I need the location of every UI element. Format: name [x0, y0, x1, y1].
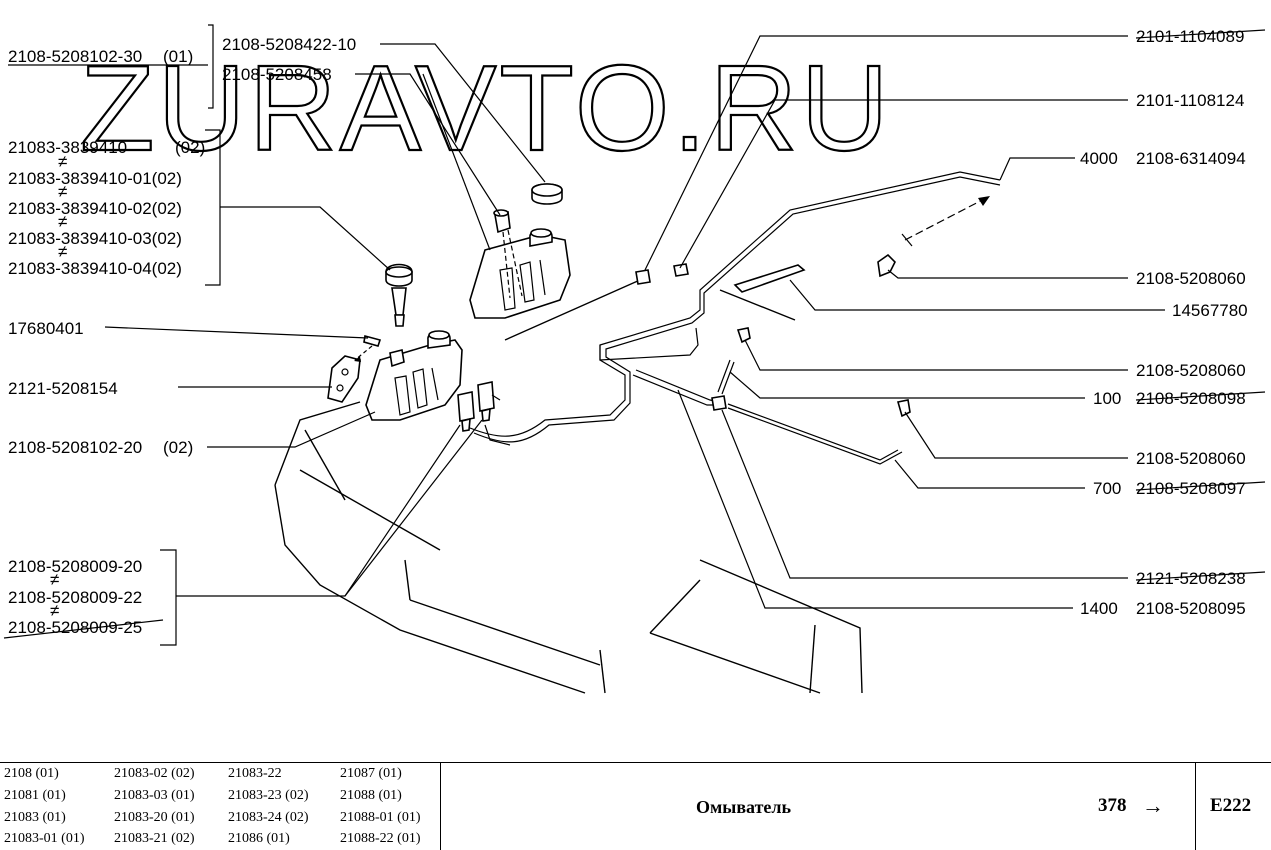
- svg-text:≠: ≠: [58, 152, 67, 171]
- footer: 2108 (01) 21083-02 (02) 21083-22 21087 (…: [0, 762, 1271, 850]
- strike-marks: [3, 29, 1266, 639]
- label-2101-1104089: 2101-1104089: [1136, 27, 1244, 46]
- model-cell: 21083-20 (01): [114, 810, 195, 825]
- label-length: 4000: [1080, 149, 1118, 168]
- parts-diagram: ZURAVTO.RU: [3, 24, 1266, 694]
- figure-code-box: E222: [1195, 763, 1271, 850]
- leader-lines: [8, 24, 1165, 646]
- label-21083-3839410-02: 21083-3839410-02(02): [8, 199, 182, 218]
- label-2108-6314094: 2108-6314094: [1136, 149, 1246, 168]
- model-cell: 21081 (01): [4, 788, 66, 803]
- label-length: 100: [1093, 389, 1121, 408]
- washer-hoses: [469, 171, 1001, 465]
- level-sensor-cap-icon: [385, 263, 413, 327]
- model-cell: 21086 (01): [228, 831, 290, 846]
- screw-icon: [354, 335, 382, 362]
- interchange-marks: ≠ ≠ ≠ ≠ ≠ ≠: [50, 152, 67, 620]
- label-21083-3839410-01: 21083-3839410-01(02): [8, 169, 182, 188]
- hose-clip-icon: [733, 264, 806, 293]
- model-cell: 21088-01 (01): [340, 810, 421, 825]
- figure-title: Омыватель: [696, 797, 792, 817]
- model-cell: 2108 (01): [4, 766, 59, 781]
- model-cell: 21083-22: [228, 766, 282, 781]
- svg-text:≠: ≠: [58, 212, 67, 231]
- label-2108-5208095: 2108-5208095: [1136, 599, 1246, 618]
- label-2108-5208422-10: 2108-5208422-10: [222, 35, 356, 54]
- model-cell: 21083-01 (01): [4, 831, 85, 846]
- washer-pump-icon: [457, 381, 501, 432]
- label-length: 700: [1093, 479, 1121, 498]
- right-labels: 2101-1104089 2101-1108124 4000 2108-6314…: [3, 27, 1266, 639]
- label-2108-5208009-25: 2108-5208009-25: [8, 618, 142, 637]
- label-2108-5208102-30: 2108-5208102-30: [8, 47, 142, 66]
- label-2108-5208098: 2108-5208098: [1136, 389, 1246, 408]
- label-21083-3839410: 21083-3839410: [8, 138, 127, 157]
- nozzle-icon: [711, 253, 911, 418]
- dimension-arrow: [901, 195, 991, 247]
- washer-reservoir-lower: [365, 330, 463, 421]
- model-cell: 21083-21 (02): [114, 831, 195, 846]
- label-17680401: 17680401: [8, 319, 84, 338]
- svg-text:≠: ≠: [58, 242, 67, 261]
- washer-reservoir-upper: [469, 209, 571, 319]
- label-2108-5208458: 2108-5208458: [222, 65, 332, 84]
- left-labels: 2108-5208102-30 (01) 2108-5208422-10 210…: [8, 35, 356, 637]
- model-cell: 21088-22 (01): [340, 831, 421, 846]
- model-cell: 21083-02 (02): [114, 766, 195, 781]
- label-2108-5208060: 2108-5208060: [1136, 361, 1246, 380]
- model-applicability-table: 2108 (01) 21083-02 (02) 21083-22 21087 (…: [0, 763, 441, 850]
- model-cell: 21083-24 (02): [228, 810, 309, 825]
- label-qty: (01): [163, 47, 193, 66]
- arrow-right-icon: →: [1142, 793, 1164, 818]
- label-2101-1108124: 2101-1108124: [1136, 91, 1244, 110]
- label-21083-3839410-04: 21083-3839410-04(02): [8, 259, 182, 278]
- page-number-link[interactable]: 378: [1098, 795, 1127, 816]
- label-2108-5208060: 2108-5208060: [1136, 449, 1246, 468]
- label-qty: (02): [175, 138, 205, 157]
- label-2108-5208009-20: 2108-5208009-20: [8, 557, 142, 576]
- label-qty: (02): [163, 438, 193, 457]
- label-2121-5208238: 2121-5208238: [1136, 569, 1246, 588]
- label-length: 1400: [1080, 599, 1118, 618]
- label-2121-5208154: 2121-5208154: [8, 379, 118, 398]
- model-cell: 21083 (01): [4, 810, 66, 825]
- grommet-icon: [635, 263, 689, 285]
- svg-text:≠: ≠: [50, 601, 59, 620]
- svg-text:≠: ≠: [58, 182, 67, 201]
- label-21083-3839410-03: 21083-3839410-03(02): [8, 229, 182, 248]
- filler-cap-icon: [531, 183, 563, 205]
- label-2108-5208097: 2108-5208097: [1136, 479, 1246, 498]
- model-cell: 21083-03 (01): [114, 788, 195, 803]
- bracket-icon: [327, 355, 361, 403]
- svg-text:≠: ≠: [50, 570, 59, 589]
- label-2108-5208009-22: 2108-5208009-22: [8, 588, 142, 607]
- label-14567780: 14567780: [1172, 301, 1248, 320]
- car-body-outline: [274, 279, 863, 694]
- model-cell: 21083-23 (02): [228, 788, 309, 803]
- model-cell: 21087 (01): [340, 766, 402, 781]
- label-2108-5208102-20: 2108-5208102-20: [8, 438, 142, 457]
- label-2108-5208060: 2108-5208060: [1136, 269, 1246, 288]
- model-cell: 21088 (01): [340, 788, 402, 803]
- figure-code: E222: [1210, 795, 1252, 816]
- watermark: ZURAVTO.RU: [80, 40, 892, 176]
